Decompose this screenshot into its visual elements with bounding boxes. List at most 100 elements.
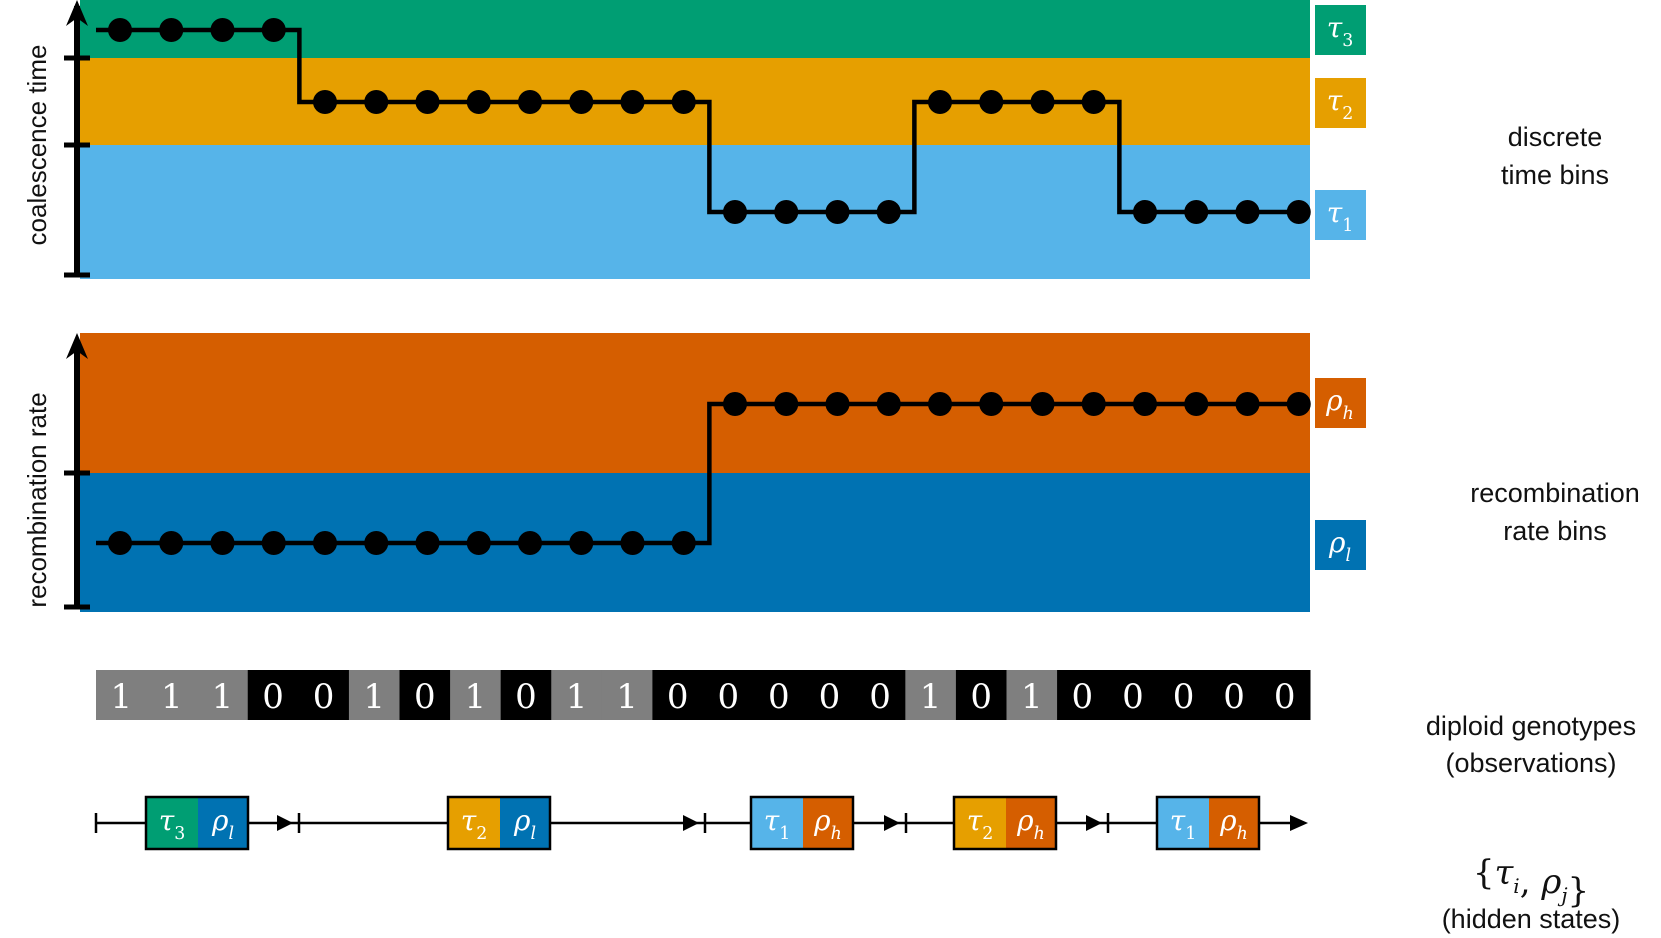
hidden-rho-symbol: ρh <box>1016 804 1045 844</box>
recombination-point <box>979 392 1004 416</box>
coalescence-point <box>1286 200 1311 224</box>
genotype-cell <box>1006 670 1058 720</box>
hidden-rho-cell <box>803 797 853 849</box>
hidden-rho-cell <box>198 797 248 849</box>
genotype-value: 1 <box>161 677 183 717</box>
hidden-rho-cell <box>1006 797 1056 849</box>
genotypes-label-line1: diploid genotypes <box>1426 711 1636 741</box>
coalescence-point <box>1030 90 1055 114</box>
genotype-value: 1 <box>212 677 234 717</box>
genotype-cell <box>753 670 805 720</box>
coalescence-point <box>518 90 542 114</box>
recombination-point <box>1184 392 1209 416</box>
segment-arrow <box>683 815 699 831</box>
recombination-point <box>1235 392 1260 416</box>
hidden-tau-symbol: τ3 <box>159 804 186 844</box>
genotype-cell <box>348 670 400 720</box>
genotype-value: 0 <box>313 677 335 717</box>
genotype-value: 1 <box>363 677 385 717</box>
hidden-rho-symbol: ρh <box>1219 804 1248 844</box>
coalescence-axis <box>64 0 90 278</box>
time-bins-label-line2: time bins <box>1501 160 1609 190</box>
recombination-point <box>313 531 337 555</box>
hidden-state-box <box>1155 795 1261 851</box>
coalescence-point <box>825 200 850 224</box>
genotype-cell <box>146 670 198 720</box>
recombination-point <box>569 531 594 555</box>
genotype-cell <box>652 670 704 720</box>
genotype-value: 0 <box>1072 677 1094 717</box>
coalescence-point <box>723 200 747 224</box>
genotype-value: 0 <box>970 677 992 717</box>
hidden-state-box <box>749 795 855 851</box>
recombination-point <box>1030 392 1055 416</box>
hidden-states-label: (hidden states) <box>1442 904 1621 934</box>
coalescence-point <box>1235 200 1260 224</box>
segment-arrow <box>884 815 900 831</box>
genotype-cell <box>500 670 552 720</box>
recombination-point <box>1286 392 1311 416</box>
genotype-cell <box>96 670 148 720</box>
genotype-cell <box>905 670 957 720</box>
coalescence-point <box>671 90 696 114</box>
coalescence-point <box>979 90 1004 114</box>
genotype-value: 1 <box>465 677 487 717</box>
hidden-state-box <box>446 795 552 851</box>
coalescence-point <box>313 90 337 114</box>
y-axis-arrowhead <box>66 333 88 359</box>
hidden-tau-cell <box>751 797 803 849</box>
genotype-value: 0 <box>414 677 436 717</box>
genotype-cell <box>601 670 653 720</box>
recombination-point <box>825 392 850 416</box>
coalescence-point <box>108 18 132 42</box>
tau-3-badge <box>1315 5 1366 55</box>
recombination-point <box>774 392 799 416</box>
rho-h-badge <box>1315 378 1366 428</box>
recombination-point <box>364 531 389 555</box>
coalescence-point <box>774 200 799 224</box>
coalescence-bands <box>80 0 1310 279</box>
time-bin-band-1 <box>80 145 1310 279</box>
genotype-cell <box>551 670 603 720</box>
genotype-cell <box>247 670 299 720</box>
genotype-value: 0 <box>1122 677 1144 717</box>
coalescence-point <box>569 90 594 114</box>
hidden-states-formula: {τi, ρj} <box>1473 853 1589 911</box>
hidden-tau-symbol: τ1 <box>764 804 791 844</box>
tau-3-symbol: τ3 <box>1327 11 1354 51</box>
genotype-cell <box>703 670 755 720</box>
hidden-rho-symbol: ρl <box>513 804 536 844</box>
genotype-cell <box>804 670 856 720</box>
recombination-point <box>671 531 696 555</box>
coalescence-point <box>620 90 645 114</box>
chain-end-arrow <box>1290 815 1308 831</box>
hidden-tau-symbol: τ1 <box>1170 804 1197 844</box>
genotype-value: 0 <box>717 677 739 717</box>
hidden-state-box <box>144 795 250 851</box>
genotype-value: 0 <box>768 677 790 717</box>
rho-h-symbol: ρh <box>1325 384 1354 424</box>
genotype-value: 0 <box>869 677 891 717</box>
recombination-point <box>159 531 184 555</box>
recombination-path <box>96 392 1311 555</box>
hidden-tau-cell <box>448 797 500 849</box>
genotype-cell <box>1259 670 1311 720</box>
hidden-rho-symbol: ρl <box>211 804 234 844</box>
recombination-point <box>876 392 901 416</box>
tau-2-symbol: τ2 <box>1327 84 1354 124</box>
hidden-tau-symbol: τ2 <box>461 804 488 844</box>
genotype-value: 0 <box>819 677 841 717</box>
segment-arrow <box>277 815 293 831</box>
hidden-tau-cell <box>146 797 198 849</box>
hidden-rho-cell <box>1209 797 1259 849</box>
coalescence-point <box>1184 200 1209 224</box>
hidden-rho-cell <box>500 797 550 849</box>
genotype-value: 1 <box>110 677 132 717</box>
rho-l-symbol: ρl <box>1328 526 1351 566</box>
hidden-tau-cell <box>954 797 1006 849</box>
hidden-rho-symbol: ρh <box>813 804 842 844</box>
recombination-axis-label: recombination rate <box>22 392 52 607</box>
genotype-value: 0 <box>1223 677 1245 717</box>
coalescence-point <box>876 200 901 224</box>
